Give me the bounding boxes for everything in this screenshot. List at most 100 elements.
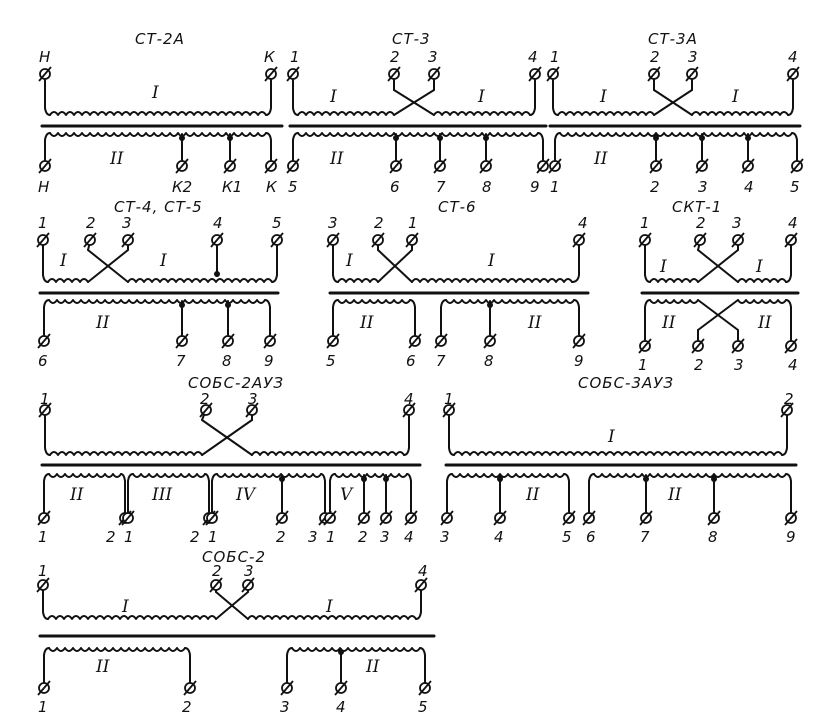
block-skt-1 [640, 239, 800, 341]
terminal-icon [418, 680, 432, 696]
terminal-label: 4 [404, 390, 414, 408]
terminal-icon [647, 66, 661, 82]
terminal-label: 1 [550, 48, 560, 66]
terminal-icon [264, 158, 278, 174]
winding-label: I [329, 87, 337, 107]
terminal-label: 4 [788, 48, 798, 66]
terminal-icon [528, 66, 542, 82]
terminal-label: 6 [406, 352, 416, 370]
block-ct-6 [328, 239, 590, 336]
winding-label: I [159, 251, 167, 271]
terminal-label: 2 [694, 356, 704, 374]
title-sobs-3auz: СОБС-3АУЗ [578, 374, 674, 392]
terminal-label: 2 [190, 528, 200, 546]
terminal-label: 1 [550, 178, 560, 196]
terminal-icon [784, 338, 798, 354]
tap-dots [179, 135, 751, 655]
terminal-label: Н [39, 48, 50, 66]
terminal-icon [286, 158, 300, 174]
terminal-icon [270, 232, 284, 248]
terminal-icon [693, 232, 707, 248]
terminal-icon [38, 158, 52, 174]
terminal-label: 3 [122, 214, 132, 232]
terminal-icon [326, 333, 340, 349]
terminal-icon [414, 577, 428, 593]
terminal-icon [741, 158, 755, 174]
terminal-label: 2 [106, 528, 116, 546]
terminal-label: 1 [38, 562, 48, 580]
winding-label: I [599, 87, 607, 107]
terminal-label: 5 [790, 178, 800, 196]
terminal-icon [323, 510, 337, 526]
terminal-label: 7 [640, 528, 650, 546]
terminal-icon [546, 66, 560, 82]
terminal-icon [210, 232, 224, 248]
terminal-label: 3 [280, 698, 290, 716]
terminal-label: 1 [444, 390, 454, 408]
terminal-icon [731, 232, 745, 248]
terminal-label: 3 [308, 528, 318, 546]
title-ct-2a: СТ-2А [135, 30, 185, 48]
terminal-label: 4 [213, 214, 223, 232]
terminal-label: 3 [380, 528, 390, 546]
terminal-label: 7 [436, 178, 446, 196]
terminal-icon [408, 333, 422, 349]
winding-label: II [365, 657, 380, 677]
terminal-label: 4 [788, 356, 798, 374]
terminal-label: 2 [374, 214, 384, 232]
terminal-label: 9 [574, 352, 584, 370]
terminal-icon [38, 402, 52, 418]
winding-labels: I II I I II I I II I I II I I II II I I … [59, 83, 772, 677]
terminal-icon [371, 232, 385, 248]
terminal-label: 8 [484, 352, 494, 370]
terminal-icon [263, 333, 277, 349]
terminal-icon [36, 577, 50, 593]
terminal-icon [223, 158, 237, 174]
terminal-labels: Н К Н К2 К1 К 1 2 3 4 5 6 7 8 9 1 2 3 4 … [38, 48, 800, 716]
terminal-icon [572, 333, 586, 349]
title-skt-1: СКТ-1 [672, 198, 722, 216]
terminal-label: 3 [732, 214, 742, 232]
terminal-icon [479, 158, 493, 174]
title-ct-3: СТ-3 [392, 30, 431, 48]
terminal-icon [402, 402, 416, 418]
terminal-label: 9 [530, 178, 540, 196]
terminal-symbols [36, 66, 804, 696]
terminal-icon [427, 66, 441, 82]
terminal-label: 2 [390, 48, 400, 66]
terminal-label: К [266, 178, 278, 196]
winding-label: III [151, 485, 172, 505]
terminal-label: 2 [86, 214, 96, 232]
terminal-label: 1 [38, 698, 48, 716]
winding-label: II [661, 313, 676, 333]
terminal-icon [38, 66, 52, 82]
terminal-icon [183, 680, 197, 696]
terminal-label: 3 [244, 562, 254, 580]
terminal-icon [639, 510, 653, 526]
winding-label: I [755, 257, 763, 277]
terminal-label: 8 [482, 178, 492, 196]
terminal-label: 1 [638, 356, 648, 374]
block-ct-4-ct-5 [38, 239, 280, 336]
terminal-icon [649, 158, 663, 174]
terminal-icon [442, 402, 456, 418]
terminal-icon [638, 232, 652, 248]
terminal-icon [638, 338, 652, 354]
winding-label: IV [235, 485, 257, 505]
terminal-label: 3 [248, 390, 258, 408]
winding-label: II [109, 149, 124, 169]
terminal-label: 4 [418, 562, 428, 580]
block-ct-2a [40, 79, 284, 161]
terminal-label: 1 [640, 214, 650, 232]
terminal-icon [36, 232, 50, 248]
block-sobs-2 [38, 584, 436, 683]
terminal-label: 6 [390, 178, 400, 196]
terminal-icon [357, 510, 371, 526]
terminal-icon [572, 232, 586, 248]
terminal-label: 1 [38, 528, 48, 546]
winding-label: V [340, 485, 354, 505]
terminal-icon [334, 680, 348, 696]
title-ct-4-ct-5: СТ-4, СТ-5 [114, 198, 203, 216]
terminal-icon [280, 680, 294, 696]
